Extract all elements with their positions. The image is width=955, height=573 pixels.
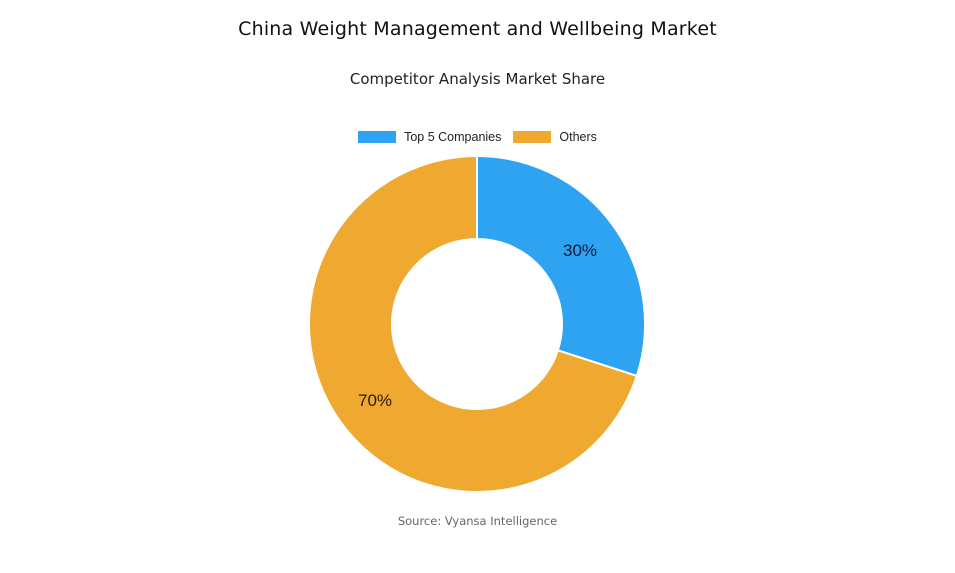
slice-label-others: 70% — [358, 391, 392, 410]
legend-swatch-others — [513, 131, 552, 143]
slice-top-5-companies[interactable] — [476, 154, 647, 378]
slice-label-top-5-companies: 30% — [563, 241, 597, 260]
chart-legend: Top 5 Companies Others — [0, 130, 955, 144]
source-note: Source: Vyansa Intelligence — [397, 514, 558, 528]
legend-label-others: Others — [559, 130, 597, 144]
legend-item-others[interactable]: Others — [513, 130, 597, 144]
legend-label-top-5-companies: Top 5 Companies — [404, 130, 502, 144]
legend-swatch-top-5-companies — [358, 131, 397, 143]
slice-others[interactable] — [308, 154, 639, 493]
chart-title: China Weight Management and Wellbeing Ma… — [238, 18, 717, 40]
legend-item-top-5-companies[interactable]: Top 5 Companies — [358, 130, 501, 144]
chart-subtitle: Competitor Analysis Market Share — [349, 70, 606, 88]
